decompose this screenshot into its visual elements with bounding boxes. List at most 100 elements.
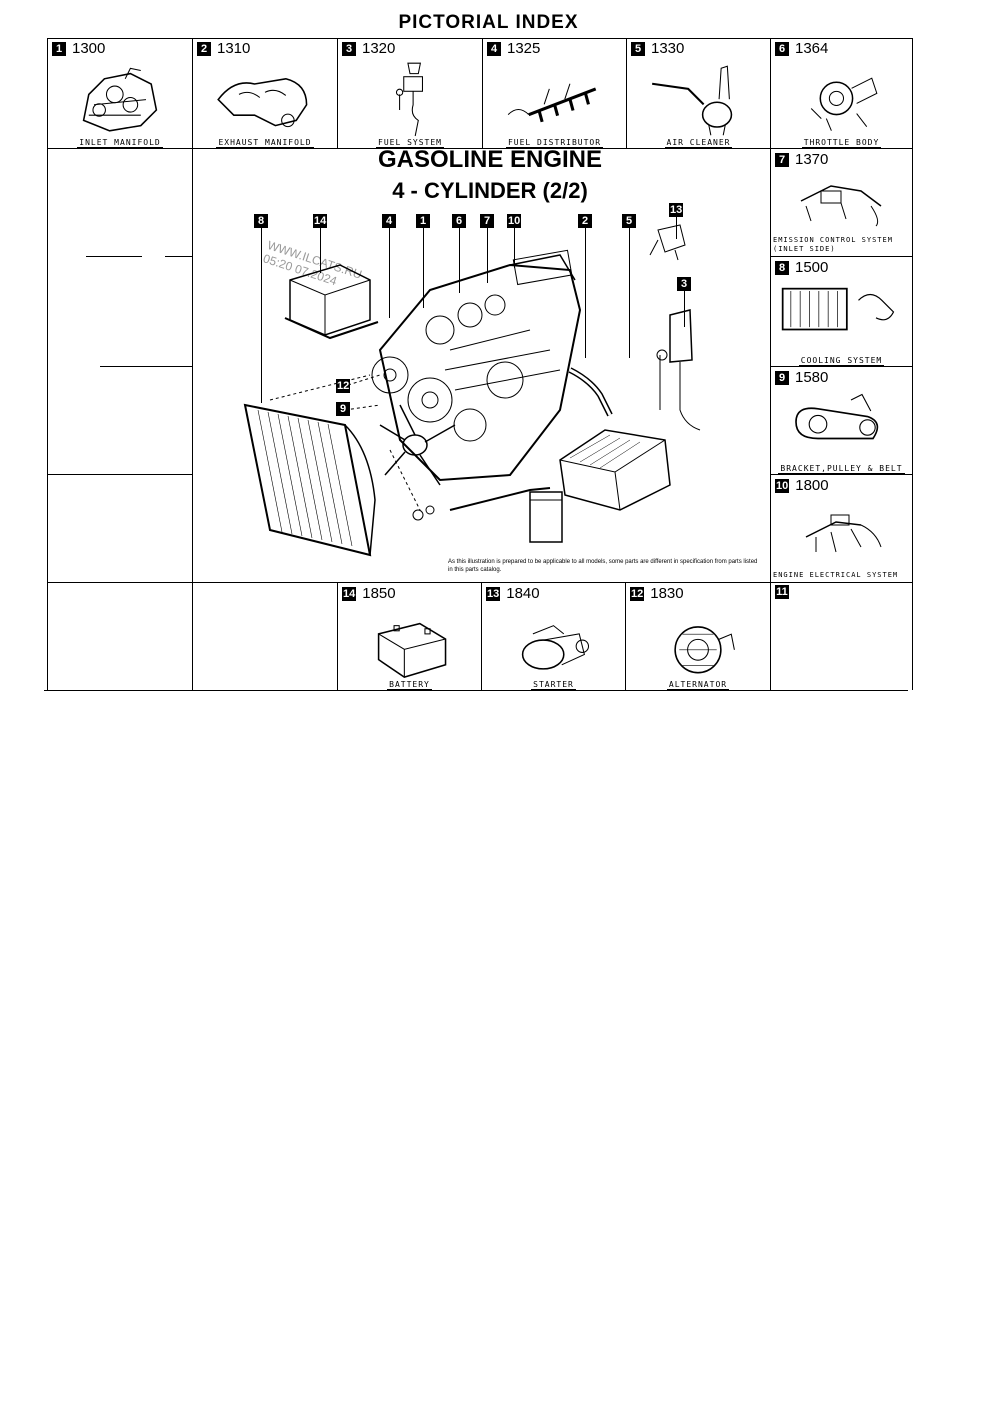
index-cell-cooling-system[interactable]: 8 1500 COOLING SYSTEM [771, 257, 912, 366]
left-rule-a [47, 148, 192, 149]
cell-caption: STARTER [531, 680, 576, 690]
alternator-icon [674, 626, 735, 674]
col-rule-5 [770, 38, 771, 690]
cell-number: 8 [775, 260, 789, 275]
callout-2[interactable]: 2 [578, 214, 592, 358]
cell-code: 1840 [506, 585, 540, 602]
emission-control-icon [800, 185, 882, 227]
callout-5[interactable]: 5 [622, 214, 636, 358]
callout-4[interactable]: 4 [382, 214, 396, 318]
cell-code: 1325 [507, 40, 541, 57]
callout-8[interactable]: 8 [254, 214, 268, 403]
applicability-note: As this illustration is prepared to be a… [448, 559, 758, 573]
inlet-manifold-icon [82, 67, 158, 132]
col-rule-3 [482, 38, 483, 148]
cell-caption: EMISSION CONTROL SYSTEM (INLET SIDE) [773, 236, 893, 253]
cell-caption: INLET MANIFOLD [77, 138, 163, 148]
cell-code: 1800 [795, 477, 829, 494]
top-rule [47, 38, 913, 39]
cell-number: 11 [775, 585, 789, 599]
battery-icon [377, 622, 447, 678]
cell-caption: COOLING SYSTEM [798, 356, 885, 366]
cell-code: 1850 [362, 585, 396, 602]
cell-code: 1330 [651, 40, 685, 57]
index-cell-exhaust-manifold[interactable]: 2 1310 EXHAUST MANIFOLD [193, 38, 337, 148]
index-cell-battery[interactable]: 14 1850 BATTERY [338, 583, 481, 690]
cell-caption: EXHAUST MANIFOLD [216, 138, 314, 148]
col-rule-1 [192, 38, 193, 690]
cell-number: 14 [342, 586, 357, 601]
right-rule-4 [770, 474, 912, 475]
top-row-rule [192, 148, 770, 149]
exhaust-manifold-icon [217, 78, 308, 128]
cell-caption: BATTERY [387, 680, 432, 690]
engine-title-line2: 4 - CYLINDER (2/2) [392, 178, 588, 203]
callout-number: 13 [669, 203, 684, 217]
cell-number: 4 [487, 41, 501, 56]
cell-number: 9 [775, 370, 789, 385]
cell-number: 6 [775, 41, 789, 56]
cell-code: 1500 [795, 259, 829, 276]
left-rule-c [100, 366, 192, 367]
callout-number: 6 [452, 214, 466, 228]
callout-number: 2 [578, 214, 592, 228]
bottom-row-rule [192, 582, 912, 583]
bottom-col-rule-1 [337, 582, 338, 690]
throttle-body-icon [810, 77, 878, 131]
cell-caption: FUEL SYSTEM [376, 138, 444, 148]
bottom-rule [44, 690, 908, 691]
index-cell-fuel-distributor[interactable]: 4 1325 FUEL DISTRIBUTOR [483, 38, 626, 148]
callout-number: 14 [313, 214, 328, 228]
callout-10[interactable]: 10 [507, 214, 522, 268]
callout-12[interactable]: 12 [336, 379, 351, 393]
right-rule-2 [770, 256, 912, 257]
cell-number: 12 [630, 586, 645, 601]
cell-caption: FUEL DISTRIBUTOR [505, 138, 604, 148]
callout-9[interactable]: 9 [336, 402, 350, 416]
cell-number: 2 [197, 41, 211, 56]
callout-13[interactable]: 13 [669, 203, 684, 239]
callout-number: 4 [382, 214, 396, 228]
cell-code: 1364 [795, 40, 829, 57]
cell-caption: AIR CLEANER [664, 138, 733, 148]
cell-code: 1320 [362, 40, 396, 57]
callout-7[interactable]: 7 [480, 214, 494, 283]
callout-number: 8 [254, 214, 268, 228]
engine-title-line1: GASOLINE ENGINE [377, 146, 603, 173]
col-rule-4 [626, 38, 627, 148]
callout-number: 10 [507, 214, 522, 228]
left-rule-b1 [86, 256, 142, 257]
callout-number: 5 [622, 214, 636, 228]
callout-14[interactable]: 14 [313, 214, 328, 273]
air-cleaner-icon [652, 65, 733, 136]
callout-number: 7 [480, 214, 494, 228]
fuel-system-icon [395, 62, 423, 137]
left-rule-d [47, 474, 192, 475]
cell-code: 1310 [217, 40, 251, 57]
cell-number: 1 [52, 41, 66, 56]
right-rule-3 [770, 366, 912, 367]
callout-number: 1 [416, 214, 430, 228]
col-rule-2 [337, 38, 338, 148]
callout-1[interactable]: 1 [416, 214, 430, 308]
left-rule-b2 [165, 256, 192, 257]
callout-3[interactable]: 3 [677, 277, 691, 327]
callout-number: 12 [336, 379, 351, 393]
index-cell-11[interactable]: 11 [771, 583, 912, 690]
callout-6[interactable]: 6 [452, 214, 466, 293]
bottom-col-rule-3 [625, 582, 626, 690]
cell-code: 1370 [795, 151, 829, 168]
cell-caption: ENGINE ELECTRICAL SYSTEM [773, 571, 899, 579]
left-rule [47, 38, 48, 690]
cell-code: 1580 [795, 369, 829, 386]
right-rule-1 [770, 148, 912, 149]
